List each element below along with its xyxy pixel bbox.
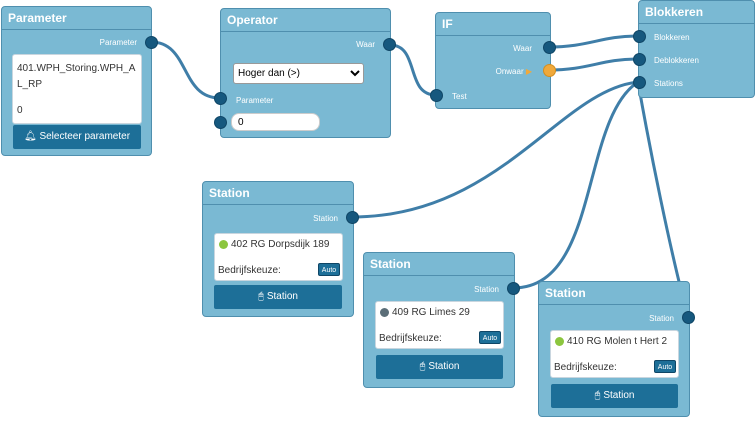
status-dot — [380, 308, 389, 317]
station-name: 402 RG Dorpsdijk 189 — [231, 239, 330, 250]
station-info-panel: 410 RG Molen t Hert 2 Bedrijfskeuze: Aut… — [550, 330, 679, 378]
station-button-label: Station — [266, 291, 298, 302]
parameter-number: 0 — [17, 105, 23, 116]
wire-station2-to-stations — [512, 80, 639, 290]
if-in-port[interactable] — [430, 89, 443, 102]
if-in-label: Test — [452, 92, 467, 101]
if-false-text: Onwaar — [495, 67, 524, 76]
operator-node-title: Operator — [221, 9, 390, 32]
parameter-node[interactable]: Parameter Parameter 401.WPH_Storing.WPH_… — [1, 6, 158, 156]
station-node-title: Station — [364, 253, 514, 276]
station-button[interactable]: 🖰︎ Station — [376, 355, 503, 379]
wire-parameter-to-operator — [150, 40, 221, 100]
wire-operator-to-if — [389, 43, 437, 97]
unblock-in-label: Deblokkeren — [654, 56, 699, 65]
operator-node[interactable]: Operator Waar Hoger dan (>) Parameter — [214, 8, 396, 138]
station-button-label: Station — [428, 361, 460, 372]
station-button-label: Station — [603, 390, 635, 401]
station-node-title: Station — [539, 282, 689, 305]
status-dot — [555, 337, 564, 346]
if-false-port[interactable] — [543, 64, 556, 77]
parameter-out-port[interactable] — [145, 36, 158, 49]
station-name: 409 RG Limes 29 — [392, 307, 470, 318]
mode-label: Bedrijfskeuze: — [554, 362, 617, 373]
block-node-title: Blokkeren — [639, 1, 754, 24]
operator-out-label: Waar — [356, 40, 375, 49]
parameter-out-label: Parameter — [99, 38, 137, 47]
wire-if-true-to-block — [547, 34, 639, 49]
station-node[interactable]: Station Station 402 RG Dorpsdijk 189 Bed… — [202, 181, 359, 317]
wire-if-false-to-unblock — [547, 57, 639, 72]
mode-label: Bedrijfskeuze: — [379, 333, 442, 344]
station-button[interactable]: 🖰︎ Station — [214, 285, 342, 309]
station-node[interactable]: Station Station 410 RG Molen t Hert 2 Be… — [538, 281, 695, 417]
station-name: 410 RG Molen t Hert 2 — [567, 336, 668, 347]
unblock-in-port[interactable] — [633, 53, 646, 66]
bell-icon: 🔔︎ — [23, 131, 40, 142]
stations-in-label: Stations — [654, 79, 683, 88]
select-parameter-label: Selecteer parameter — [39, 131, 131, 142]
station-out-label: Station — [649, 314, 674, 323]
stations-in-port[interactable] — [633, 76, 646, 89]
cursor-icon: 🖰︎ — [419, 361, 429, 372]
cursor-icon: 🖰︎ — [594, 390, 604, 401]
station-out-label: Station — [313, 214, 338, 223]
station-button[interactable]: 🖰︎ Station — [551, 384, 678, 408]
if-false-label: Onwaar ▶ — [496, 67, 532, 76]
operator-select[interactable]: Hoger dan (>) — [233, 63, 364, 84]
if-node[interactable]: IF Waar Onwaar ▶ Test — [430, 12, 556, 109]
arrow-right-icon: ▶ — [525, 67, 532, 76]
station-node-title: Station — [203, 182, 353, 205]
parameter-value-panel: 401.WPH_Storing.WPH_A L_RP 0 — [12, 54, 142, 124]
station-info-panel: 402 RG Dorpsdijk 189 Bedrijfskeuze: Auto — [214, 233, 343, 281]
if-node-title: IF — [436, 13, 550, 36]
operator-out-port[interactable] — [383, 38, 396, 51]
operator-value-input[interactable] — [231, 113, 320, 131]
station-info-panel: 409 RG Limes 29 Bedrijfskeuze: Auto — [375, 301, 504, 349]
cursor-icon: 🖰︎ — [258, 291, 267, 302]
parameter-node-title: Parameter — [2, 7, 151, 30]
parameter-value-text: 401.WPH_Storing.WPH_A L_RP — [17, 63, 136, 90]
operator-value-port[interactable] — [214, 116, 227, 129]
station-out-port[interactable] — [346, 211, 359, 224]
operator-in-port[interactable] — [214, 92, 227, 105]
station-out-port[interactable] — [682, 311, 695, 324]
station-out-port[interactable] — [507, 282, 520, 295]
block-node[interactable]: Blokkeren Blokkeren Deblokkeren Stations — [633, 0, 755, 98]
wire-station1-to-stations — [351, 80, 639, 219]
mode-auto-badge[interactable]: Auto — [654, 360, 676, 373]
status-dot — [219, 240, 228, 249]
if-true-label: Waar — [513, 44, 532, 53]
if-true-port[interactable] — [543, 41, 556, 54]
operator-in-label: Parameter — [236, 96, 274, 105]
station-node[interactable]: Station Station 409 RG Limes 29 Bedrijfs… — [363, 252, 520, 388]
mode-auto-badge[interactable]: Auto — [479, 331, 501, 344]
block-in-port[interactable] — [633, 30, 646, 43]
select-parameter-button[interactable]: 🔔︎ Selecteer parameter — [13, 125, 141, 149]
block-in-label: Blokkeren — [654, 33, 690, 42]
mode-label: Bedrijfskeuze: — [218, 265, 281, 276]
station-out-label: Station — [474, 285, 499, 294]
mode-auto-badge[interactable]: Auto — [318, 263, 340, 276]
